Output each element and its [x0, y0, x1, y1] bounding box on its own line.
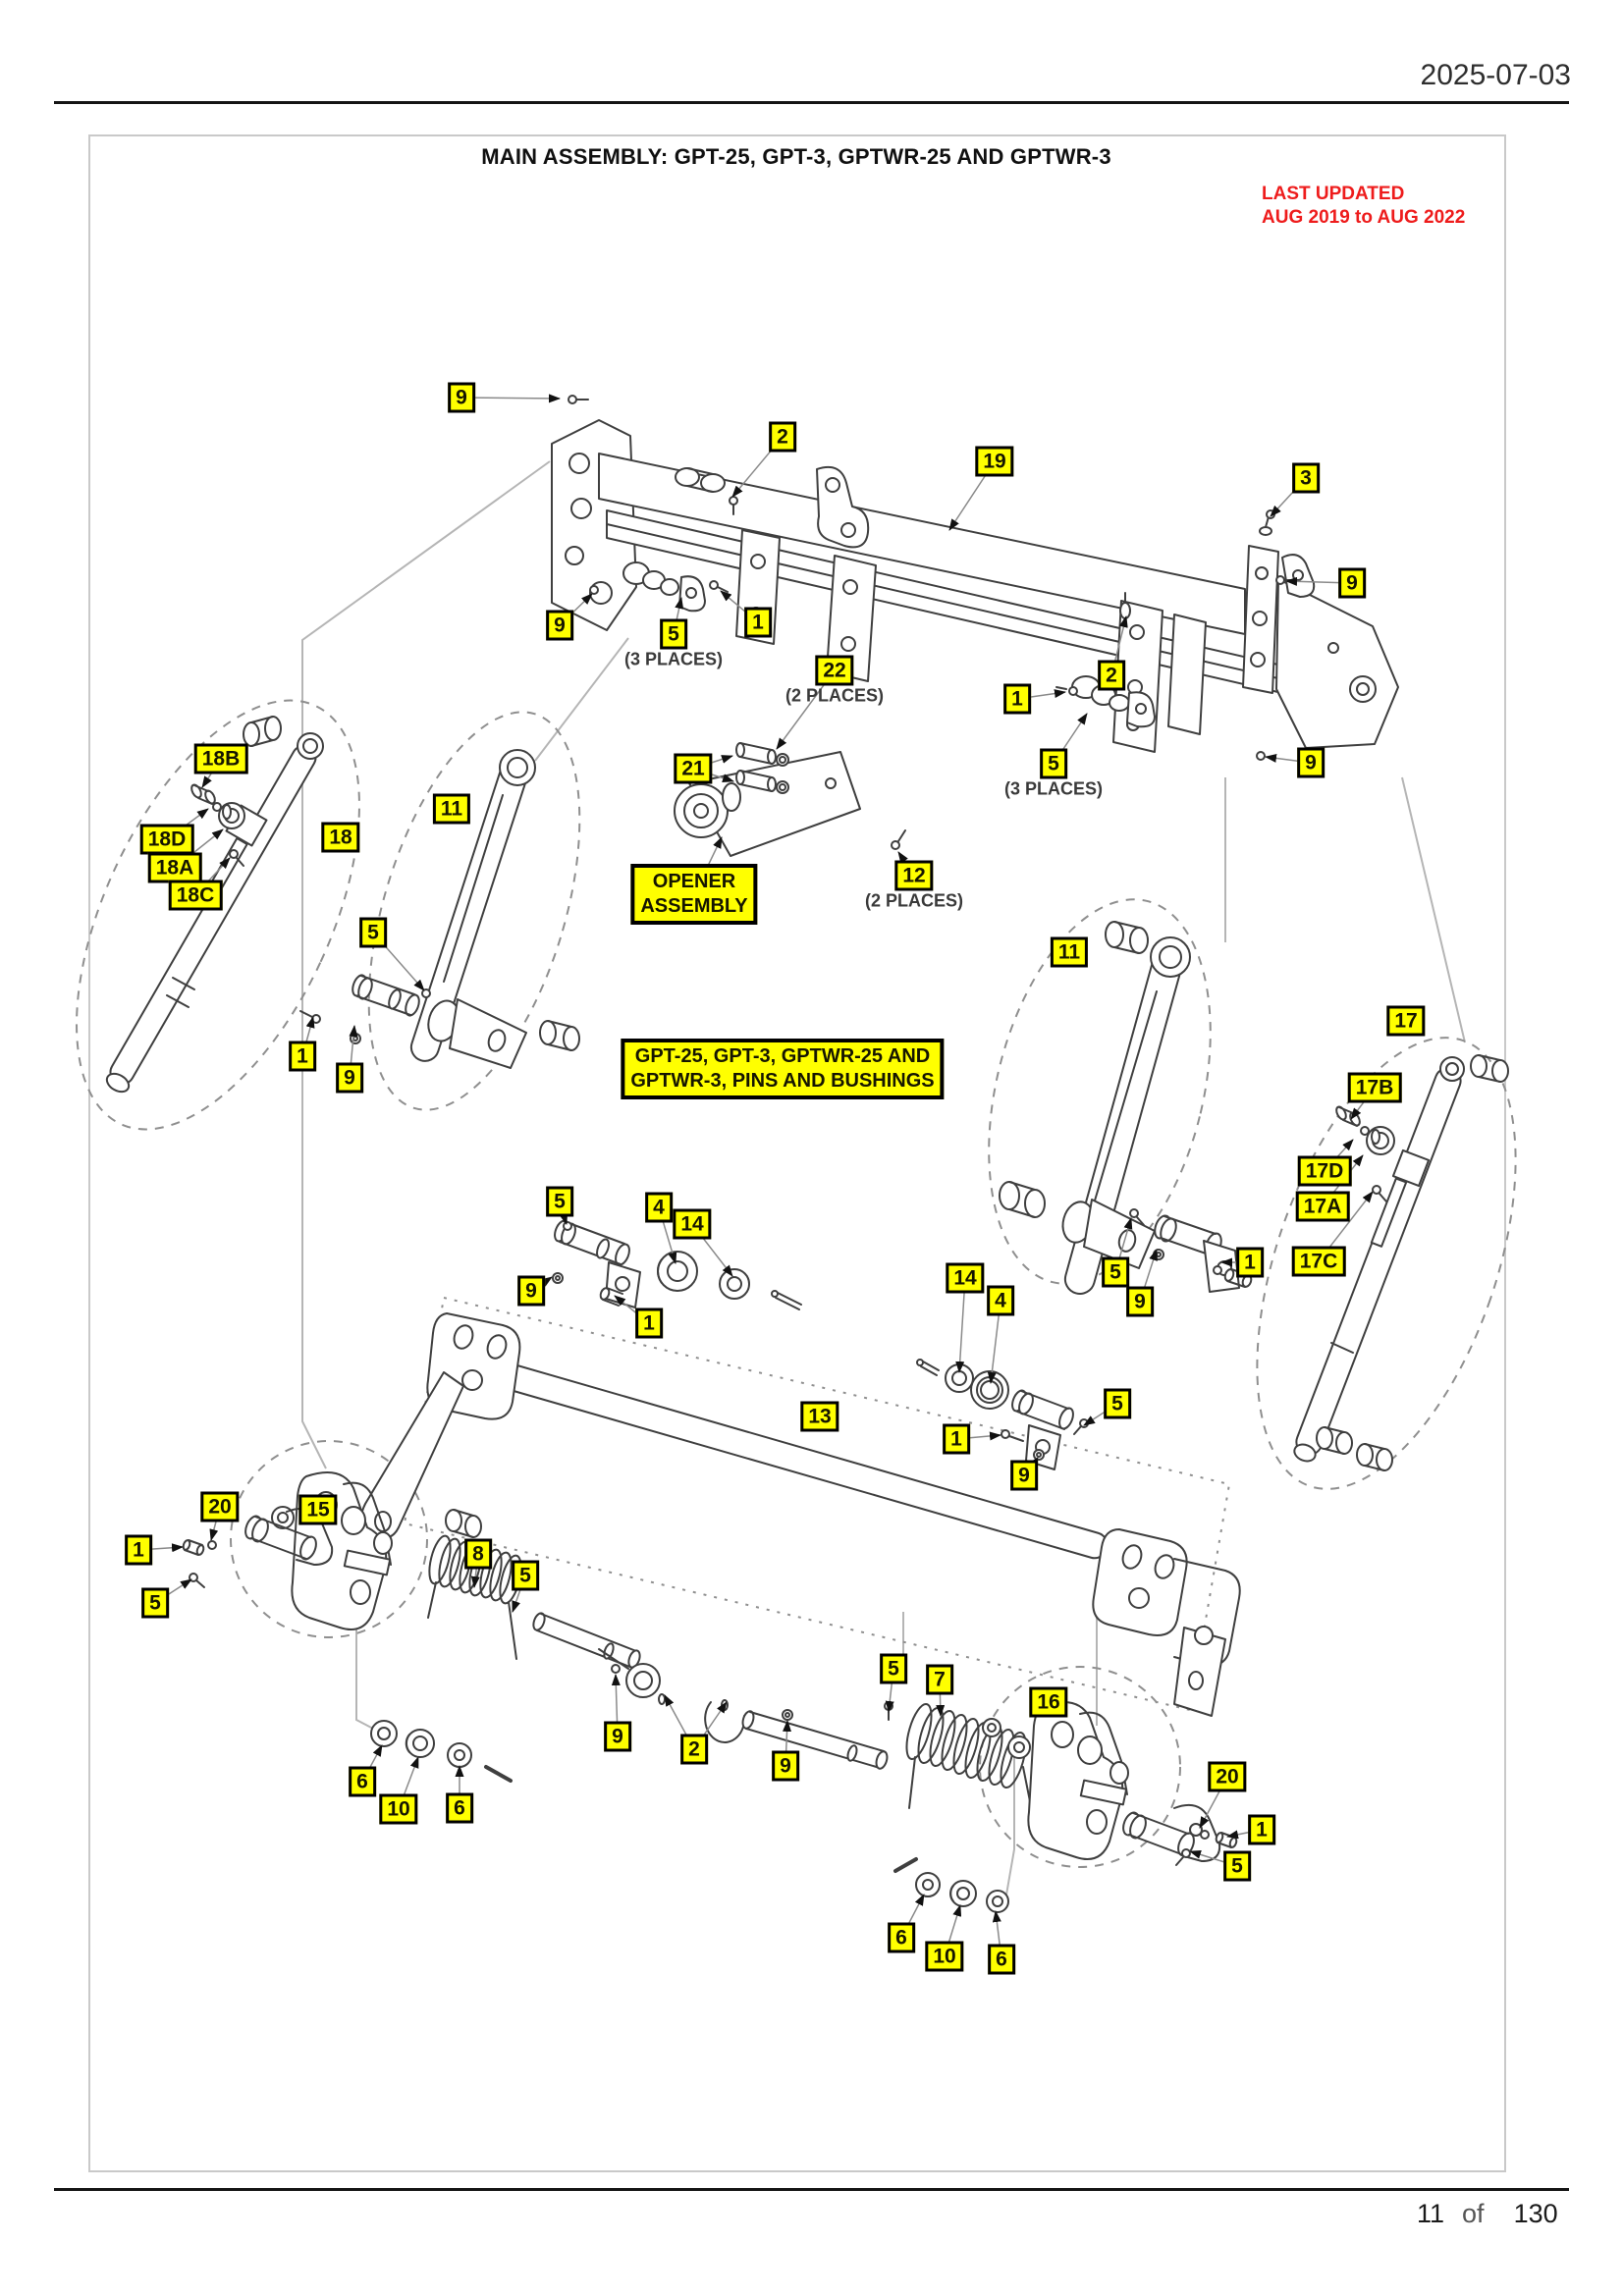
callout-10: 10 — [379, 1793, 418, 1825]
cylinder-arm-18-drawing — [105, 716, 324, 1094]
callout-16: 16 — [1029, 1686, 1068, 1718]
callout-13: 13 — [800, 1401, 839, 1432]
footer-page-number: 11 — [1417, 2199, 1445, 2228]
callout-11: 11 — [432, 793, 471, 825]
callout-11: 11 — [1050, 936, 1089, 968]
callout-1: 1 — [744, 607, 772, 638]
callout-5: 5 — [141, 1587, 169, 1619]
callout-6: 6 — [988, 1944, 1015, 1975]
callout-9: 9 — [517, 1275, 545, 1307]
callout-9: 9 — [546, 610, 573, 641]
link-arm-11-right-drawing — [999, 921, 1253, 1295]
callout-3: 3 — [1292, 462, 1320, 494]
callout-5: 5 — [546, 1186, 573, 1217]
last-updated-line1: LAST UPDATED — [1262, 184, 1405, 204]
washer-set-right-drawing — [893, 1857, 1009, 1913]
callout-17: 17 — [1386, 1005, 1426, 1037]
callout-4: 4 — [645, 1192, 673, 1223]
callout-9: 9 — [604, 1721, 631, 1752]
callout-note: (2 PLACES) — [784, 685, 885, 706]
callout-7: 7 — [926, 1664, 953, 1695]
main-frame-beam-drawing — [551, 395, 1399, 761]
page-date: 2025-07-03 — [1420, 59, 1571, 91]
callout-9: 9 — [1297, 747, 1325, 778]
last-updated-note: LAST UPDATED AUG 2019 to AUG 2022 — [1262, 183, 1465, 230]
callout-5: 5 — [1104, 1388, 1131, 1419]
spring-8-and-rod-drawing — [427, 1534, 641, 1669]
callout-2: 2 — [680, 1734, 708, 1765]
callout-1: 1 — [289, 1041, 316, 1072]
last-updated-line2: AUG 2019 to AUG 2022 — [1262, 207, 1466, 228]
callout-5: 5 — [512, 1560, 539, 1591]
callout-2: 2 — [769, 421, 796, 453]
callout-17B: 17B — [1347, 1072, 1402, 1103]
callout-15: 15 — [298, 1494, 338, 1525]
pivot-pin-assembly-left-drawing — [552, 1219, 802, 1310]
callout-18C: 18C — [168, 880, 223, 911]
callout-18B: 18B — [193, 743, 248, 774]
callout-9: 9 — [336, 1062, 363, 1094]
callout-17A: 17A — [1295, 1191, 1350, 1222]
group-outlines-dashed — [76, 699, 1517, 1868]
callout-14: 14 — [946, 1262, 985, 1294]
callout-note: (3 PLACES) — [1003, 778, 1104, 799]
callout-1: 1 — [943, 1423, 970, 1455]
callout-20: 20 — [200, 1491, 240, 1522]
callout-6: 6 — [888, 1922, 915, 1953]
callout-8: 8 — [464, 1538, 492, 1570]
callout-1: 1 — [1236, 1247, 1264, 1278]
diagram-title: MAIN ASSEMBLY: GPT-25, GPT-3, GPTWR-25 A… — [481, 144, 1111, 169]
callout-9: 9 — [1338, 567, 1366, 599]
callout-5: 5 — [1040, 748, 1067, 779]
callout-10: 10 — [925, 1941, 964, 1972]
link-arm-11-left-drawing — [299, 749, 580, 1069]
callout-1: 1 — [125, 1534, 152, 1566]
cross-tube-13-drawing — [360, 1312, 1241, 1717]
washer-set-left-drawing — [370, 1720, 513, 1783]
callout-5: 5 — [359, 917, 387, 948]
diagram-border — [88, 134, 1506, 2172]
footer-of-label: of — [1462, 2199, 1485, 2228]
callout-14: 14 — [673, 1208, 712, 1240]
callout-2: 2 — [1098, 660, 1125, 691]
callout-6: 6 — [349, 1766, 376, 1797]
callout-18: 18 — [321, 822, 360, 853]
header-rule — [54, 101, 1569, 104]
callout-6: 6 — [446, 1792, 473, 1824]
footer-rule — [54, 2188, 1569, 2191]
callout-21: 21 — [674, 753, 713, 784]
callout-17C: 17C — [1291, 1246, 1346, 1277]
callout-note: (2 PLACES) — [864, 890, 964, 911]
callout-1: 1 — [1248, 1814, 1275, 1845]
callout-9: 9 — [448, 382, 475, 413]
cylinder-arm-17-drawing — [1293, 1054, 1509, 1471]
callout-9: 9 — [772, 1750, 799, 1782]
callout-12: 12 — [894, 860, 934, 891]
callout-19: 19 — [975, 446, 1014, 477]
callout-18D: 18D — [139, 824, 194, 855]
callout-18A: 18A — [147, 852, 202, 883]
construction-lines — [301, 460, 1466, 1901]
callout-5: 5 — [1223, 1850, 1251, 1882]
callout-5: 5 — [660, 618, 687, 650]
callout-20: 20 — [1208, 1761, 1247, 1792]
callout-1: 1 — [1003, 683, 1031, 715]
callout-22: 22 — [815, 655, 854, 686]
pivot-pin-assembly-right-drawing — [916, 1359, 1089, 1470]
callout-9: 9 — [1010, 1460, 1038, 1491]
callout-9: 9 — [1126, 1286, 1154, 1317]
page-footer: 11 of 130 — [1417, 2199, 1558, 2229]
callout-4: 4 — [987, 1285, 1014, 1316]
callout-5: 5 — [1102, 1256, 1129, 1288]
callout-1: 1 — [635, 1308, 663, 1339]
pivot-bracket-16-drawing — [982, 1701, 1238, 1866]
callout-17D: 17D — [1297, 1155, 1352, 1187]
callout-5: 5 — [880, 1653, 907, 1684]
footer-total-pages: 130 — [1513, 2199, 1558, 2228]
callout-note: (3 PLACES) — [623, 649, 724, 669]
